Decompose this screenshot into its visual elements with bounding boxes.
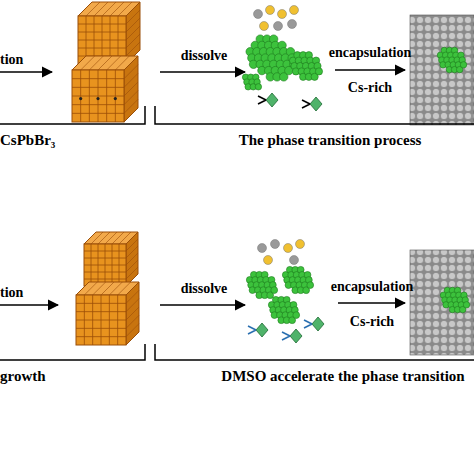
nanocluster [282,266,313,293]
octahedron-ligand [282,329,302,343]
ion-sphere [288,20,297,29]
nanocluster [437,47,466,73]
process-arrow [0,304,58,306]
text-label: tion [0,285,23,300]
ion-sphere [296,240,305,249]
text-label: CsPbBr₃ [0,132,55,149]
ion-sphere [260,22,269,31]
perovskite-cube [72,56,138,122]
octahedron-ligand [248,323,268,337]
octahedron-ligand [304,317,324,331]
text-label: DMSO accelerate the phase transition [221,368,464,385]
text-label: growth [0,368,46,385]
perovskite-cube [84,232,138,286]
perovskite-cube [76,282,139,345]
ion-sphere [266,6,275,15]
stage-bracket [155,106,474,124]
perovskite-cube [78,2,140,64]
stage-bracket [0,344,145,360]
text-label: tion [0,52,23,67]
text-label: encapsulation [329,45,411,60]
text-label: dissolve [181,48,228,63]
stage-bracket [155,344,474,360]
nanocluster [440,287,469,313]
nanocluster [289,52,322,81]
text-label: dissolve [181,281,228,296]
process-arrow [338,302,405,304]
nanocluster [246,271,277,298]
ion-sphere [271,240,280,249]
process-arrow [0,71,52,73]
nanocluster [242,74,261,90]
ion-sphere [284,244,293,253]
text-label: encapsulation [331,279,413,294]
text-label: The phase transition process [239,132,422,149]
octahedron-ligand [302,97,322,111]
ion-sphere [254,10,263,19]
ion-sphere [290,256,299,265]
process-arrow [160,71,245,73]
nanocluster [268,296,299,323]
process-arrow [335,69,405,71]
process-arrow [160,304,245,306]
text-label: Cs-rich [348,80,392,95]
stage-bracket [0,106,145,124]
host-lattice [410,250,474,355]
octahedron-ligand [258,93,278,107]
ion-sphere [274,22,283,31]
ion-sphere [264,256,273,265]
host-lattice [410,15,474,125]
ion-sphere [258,244,267,253]
text-label: Cs-rich [350,314,394,329]
ion-sphere [278,10,287,19]
ion-sphere [290,6,299,15]
nanocluster [246,35,298,81]
